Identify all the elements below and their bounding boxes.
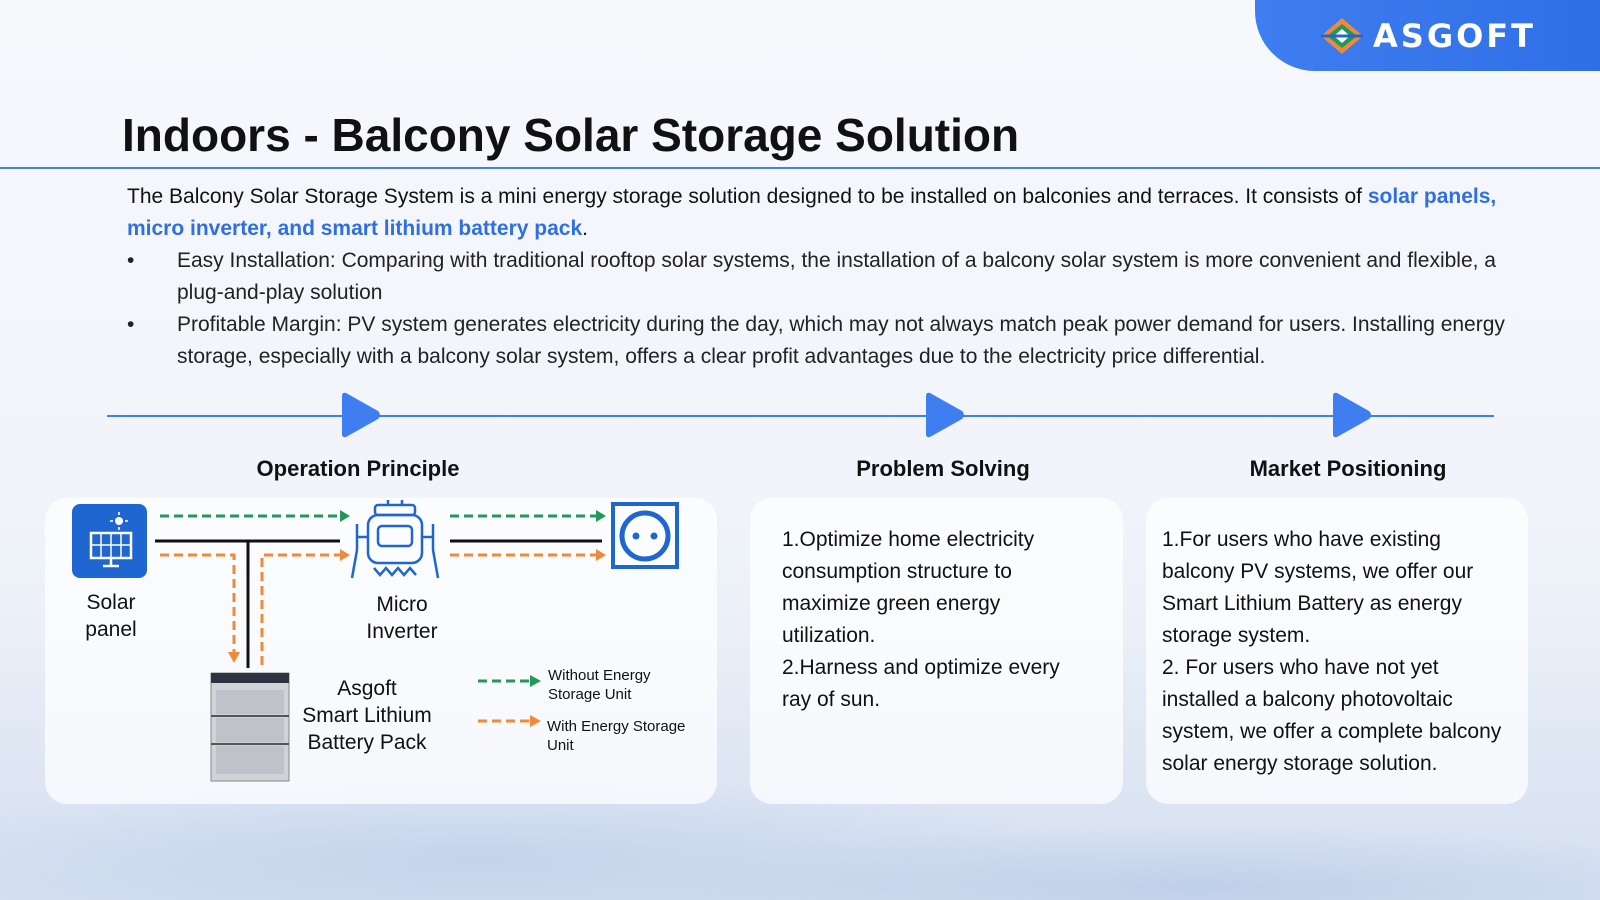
intro-paragraph: The Balcony Solar Storage System is a mi… <box>127 181 1507 245</box>
bullet-marker: • <box>127 249 135 272</box>
power-socket-icon <box>611 502 679 569</box>
market-line: Smart Lithium Battery as energy <box>1162 592 1462 615</box>
section-title-market: Market Positioning <box>1249 456 1447 481</box>
timeline-line <box>107 415 1494 417</box>
legend-without-label: Without Energy Storage Unit <box>548 667 651 703</box>
flow-with-storage <box>160 549 606 665</box>
play-marker-icon <box>1333 392 1371 438</box>
intro-highlight: solar panels, micro inverter, and smart … <box>127 185 1497 240</box>
operation-card <box>45 498 717 804</box>
market-line: 2. For users who have not yet <box>1162 656 1439 679</box>
market-line: 1.For users who have existing <box>1162 528 1441 551</box>
legend-without-swatch <box>478 675 541 687</box>
bullet-text: Easy Installation: Comparing with tradit… <box>177 249 1496 304</box>
page-title: Indoors - Balcony Solar Storage Solution <box>122 108 1019 162</box>
micro-inverter-icon <box>350 500 440 579</box>
market-line: system, we offer a complete balcony <box>1162 720 1502 743</box>
bullet-easy-installation: • Easy Installation: Comparing with trad… <box>127 245 1507 309</box>
flow-without-storage <box>160 510 606 522</box>
bullet-profitable-margin: • Profitable Margin: PV system generates… <box>127 309 1507 373</box>
problem-line: ray of sun. <box>782 688 881 711</box>
problem-line: 2.Harness and optimize every <box>782 656 1060 679</box>
intro-end: . <box>582 217 588 240</box>
section-title-problem: Problem Solving <box>856 456 1030 481</box>
micro-inverter-label: Micro Inverter <box>366 593 438 643</box>
play-marker-icon <box>342 392 380 438</box>
market-line: installed a balcony photovoltaic <box>1162 688 1453 711</box>
bullet-marker: • <box>127 313 135 336</box>
legend-with-swatch <box>478 715 541 727</box>
problem-text: 1.Optimize home electricity consumption … <box>782 524 1112 716</box>
bullet-text: Profitable Margin: PV system generates e… <box>177 313 1505 368</box>
brand-name: ASGOFT <box>1373 16 1536 55</box>
brand-logo-tab: ASGOFT <box>1255 0 1600 71</box>
intro-text: The Balcony Solar Storage System is a mi… <box>127 185 1363 208</box>
power-wire <box>155 539 602 668</box>
page-title-rest: Balcony Solar Storage Solution <box>331 109 1020 161</box>
battery-pack-icon <box>210 672 290 782</box>
problem-line: consumption structure to <box>782 560 1012 583</box>
section-title-operation: Operation Principle <box>256 456 460 481</box>
market-line: storage system. <box>1162 624 1311 647</box>
title-divider <box>0 167 1600 169</box>
market-line: solar energy storage solution. <box>1162 752 1438 775</box>
problem-line: 1.Optimize home electricity <box>782 528 1035 551</box>
solar-panel-icon <box>72 504 147 578</box>
page-title-bold: Indoors - <box>122 109 319 161</box>
battery-brand-label: Asgoft <box>337 677 397 700</box>
solar-panel-label: Solar panel <box>85 591 137 641</box>
problem-line: maximize green energy <box>782 592 1001 615</box>
market-line: balcony PV systems, we offer our <box>1162 560 1474 583</box>
market-card <box>1146 498 1528 804</box>
asgoft-logo-icon <box>1321 17 1364 54</box>
problem-card <box>750 498 1123 804</box>
problem-line: utilization. <box>782 624 876 647</box>
battery-name-label: Smart Lithium Battery Pack <box>302 704 432 754</box>
play-marker-icon <box>926 392 964 438</box>
market-text: 1.For users who have existing balcony PV… <box>1162 524 1532 780</box>
legend-with-label: With Energy Storage Unit <box>547 718 686 754</box>
